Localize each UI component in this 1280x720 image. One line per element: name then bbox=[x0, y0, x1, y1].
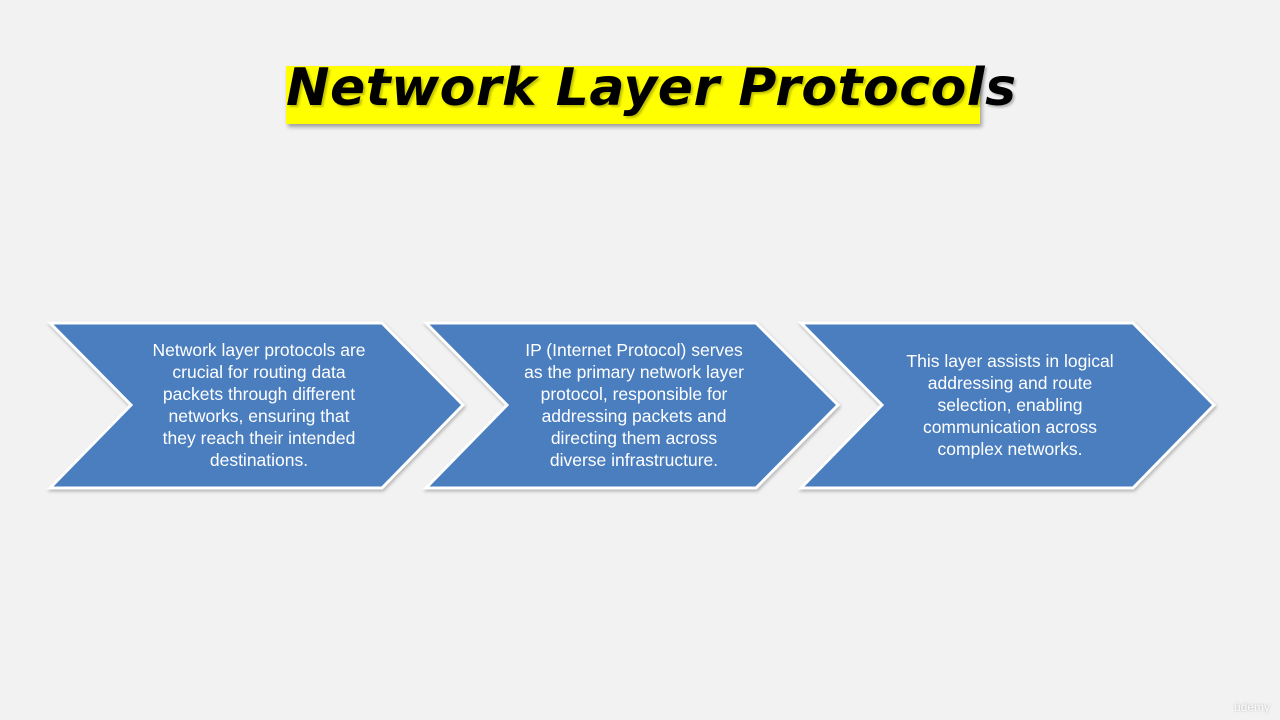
slide-title: Network Layer Protocols bbox=[286, 58, 1017, 118]
step-2-text: IP (Internet Protocol) serves as the pri… bbox=[524, 340, 744, 470]
step-3-text: This layer assists in logical addressing… bbox=[906, 351, 1114, 459]
title-highlight: Network Layer Protocols bbox=[286, 58, 1016, 124]
step-1-text: Network layer protocols are crucial for … bbox=[152, 340, 366, 470]
chevron-step-3 bbox=[797, 321, 1217, 490]
chevron-step-1 bbox=[46, 321, 466, 490]
chevron-step-2 bbox=[422, 321, 841, 490]
udemy-watermark: ûdemy bbox=[1233, 700, 1270, 714]
